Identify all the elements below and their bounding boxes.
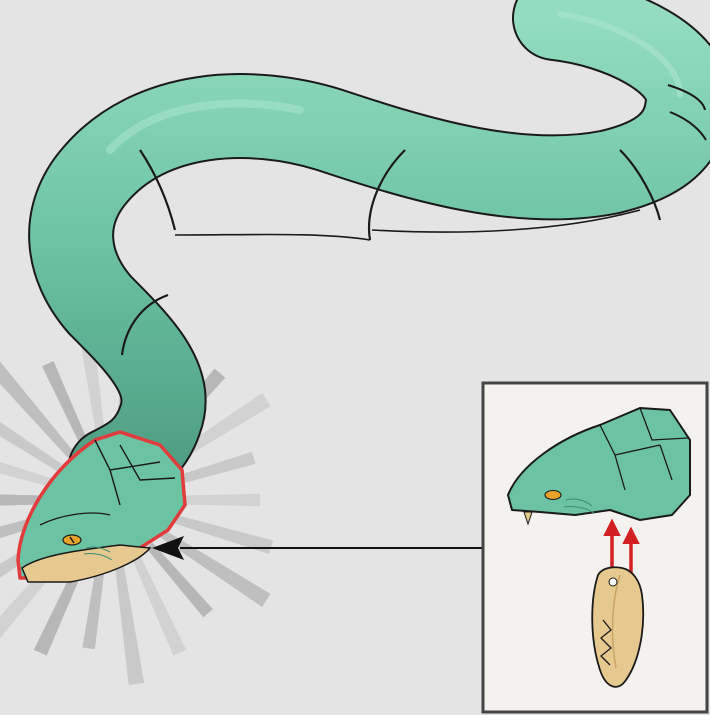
burst-ray [131,553,186,656]
inset-eye-icon [545,491,561,500]
assembly-detail [483,383,707,712]
burst-ray [114,559,144,685]
